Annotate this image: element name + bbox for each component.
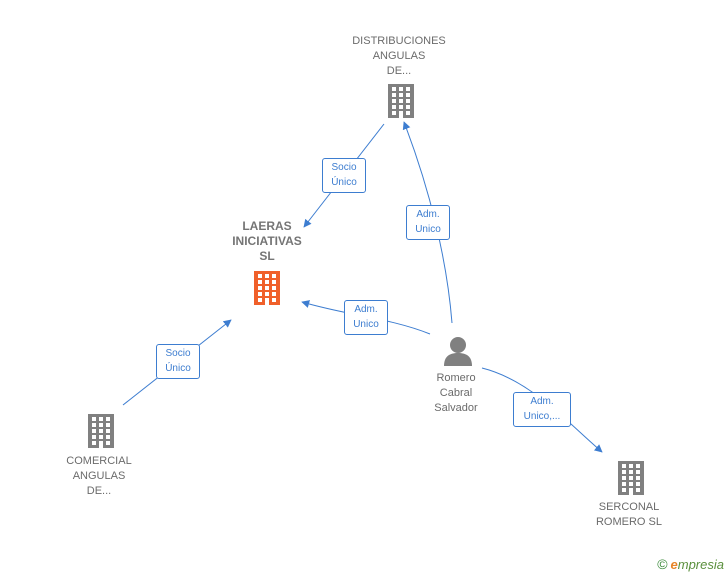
building-window [272,274,276,278]
building-window [106,429,110,433]
building-window [258,274,262,278]
building-window [92,429,96,433]
node-label-comercial[interactable]: COMERCIAL ANGULAS DE... [66,455,132,497]
building-window [258,280,262,284]
building-window [392,111,396,115]
building-window [92,435,96,439]
building-door [399,111,403,118]
building-window [636,488,640,492]
building-window [99,435,103,439]
building-window [272,286,276,290]
building-window [392,105,396,109]
building-window [622,464,626,468]
building-window [272,292,276,296]
building-window [265,292,269,296]
building-window [265,280,269,284]
building-window [629,470,633,474]
building-window [258,292,262,296]
building-window [99,417,103,421]
building-window [406,93,410,97]
node-label-laeras[interactable]: LAERAS INICIATIVAS SL [232,219,302,263]
building-window [399,105,403,109]
building-window [106,417,110,421]
building-window [392,99,396,103]
building-window [636,470,640,474]
building-door [99,441,103,448]
building-window [106,435,110,439]
building-window [399,87,403,91]
building-window [406,87,410,91]
building-icon [618,461,644,495]
building-window [106,423,110,427]
edge-label-romero-to-laeras[interactable]: Adm. Unico [344,300,388,335]
building-window [629,476,633,480]
building-window [399,93,403,97]
building-window [272,298,276,302]
building-window [392,87,396,91]
edge-label-dist-to-laeras[interactable]: Socio Único [322,158,366,193]
building-door [265,298,269,305]
building-window [99,423,103,427]
node-label-romero[interactable]: Romero Cabral Salvador [434,372,478,414]
empresia-watermark: ©empresia [657,556,724,572]
building-icon [88,414,114,448]
building-window [406,99,410,103]
building-window [629,464,633,468]
building-window [265,286,269,290]
building-window [399,99,403,103]
copyright-symbol: © [657,556,668,572]
building-window [406,105,410,109]
building-window [622,476,626,480]
building-window [622,482,626,486]
building-window [636,464,640,468]
building-window [636,482,640,486]
node-label-distribuciones[interactable]: DISTRIBUCIONES ANGULAS DE... [352,35,446,77]
building-window [258,286,262,290]
building-door [629,488,633,495]
building-window [106,441,110,445]
building-icon [388,84,414,118]
edge-label-romero-to-dist[interactable]: Adm. Unico [406,205,450,240]
building-icon [254,271,280,305]
node-label-serconal[interactable]: SERCONAL ROMERO SL [595,501,662,528]
building-window [629,482,633,486]
brand-name: mpresia [677,557,724,572]
person-icon [444,337,472,366]
building-window [392,93,396,97]
building-window [622,488,626,492]
building-window [99,429,103,433]
building-window [406,111,410,115]
building-window [258,298,262,302]
edge-label-comercial-to-laeras[interactable]: Socio Único [156,344,200,379]
building-window [92,417,96,421]
building-window [622,470,626,474]
building-window [92,423,96,427]
edge-label-romero-to-serconal[interactable]: Adm. Unico,... [513,392,571,427]
building-window [92,441,96,445]
building-window [272,280,276,284]
brand-initial: e [670,557,678,572]
building-window [265,274,269,278]
building-window [636,476,640,480]
